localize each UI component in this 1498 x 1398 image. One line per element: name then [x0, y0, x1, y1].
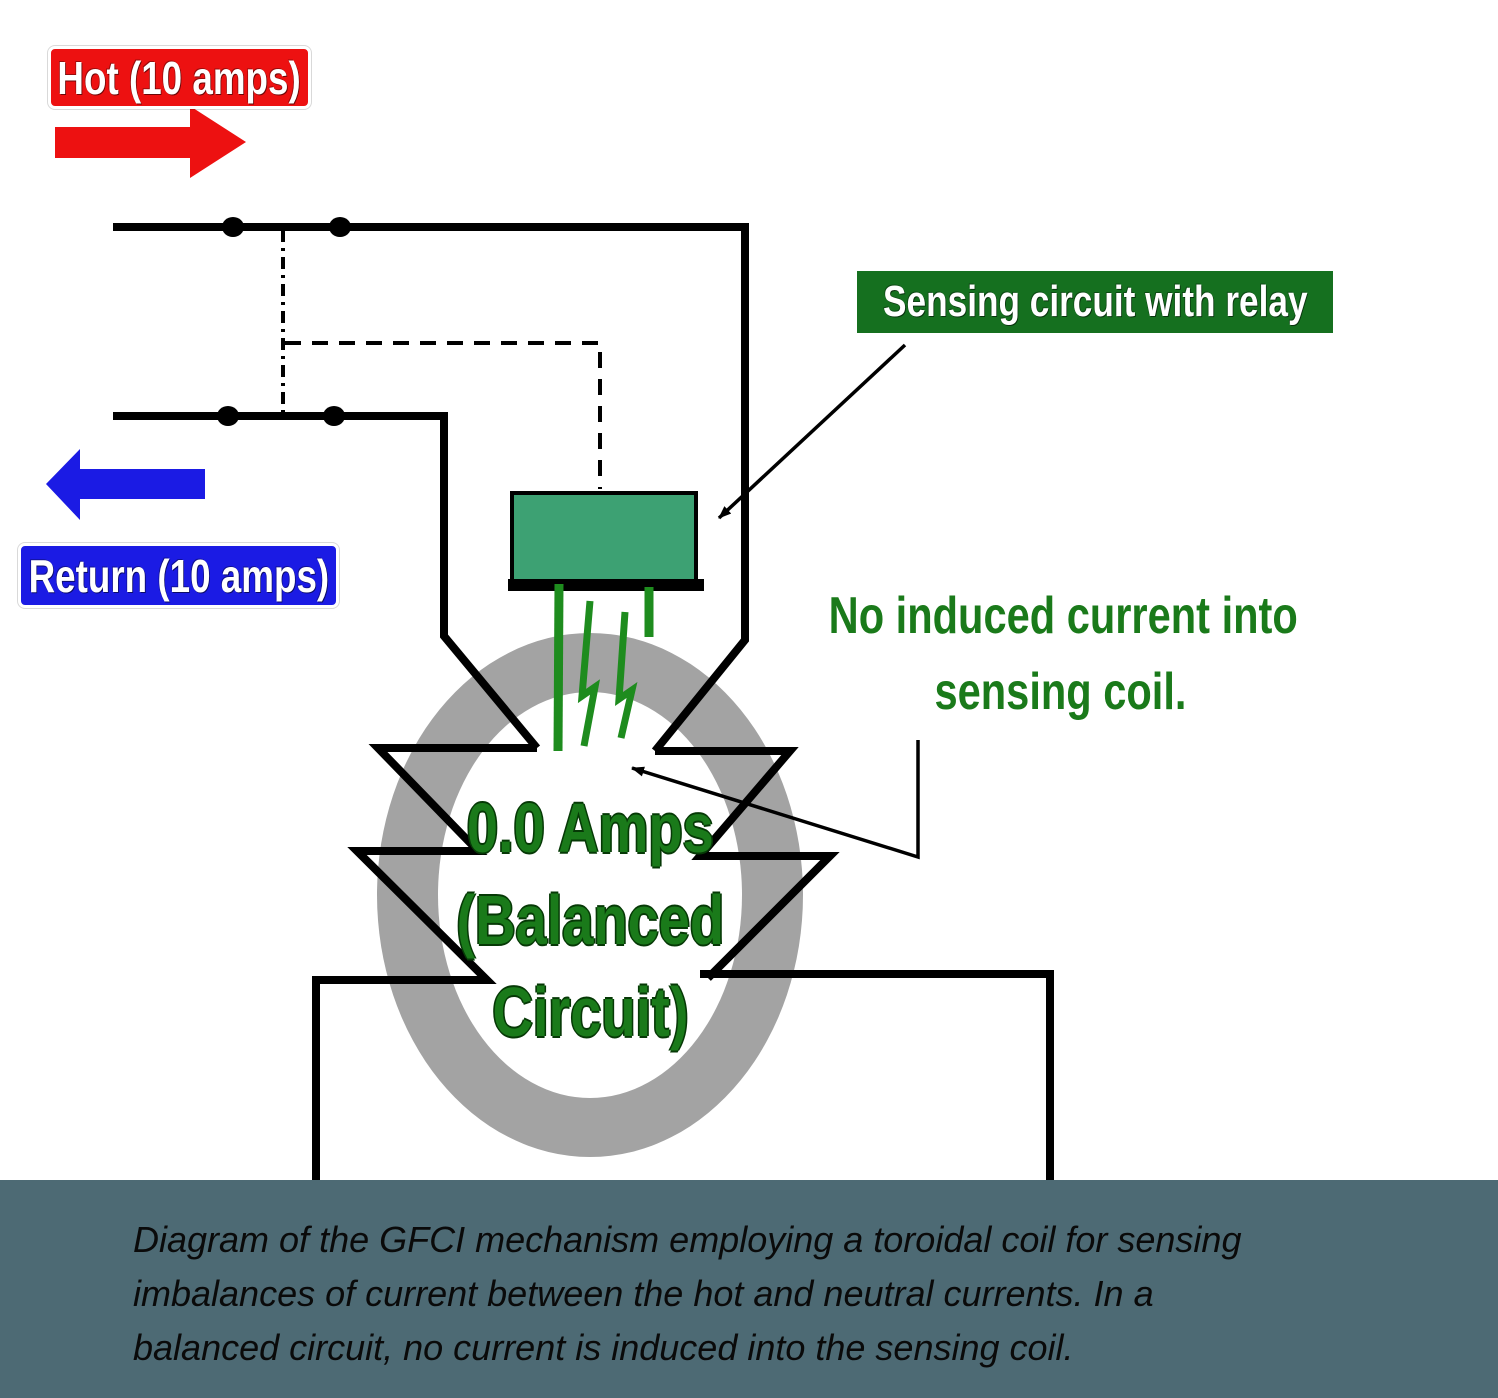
sensing-circuit-label: Sensing circuit with relay: [857, 271, 1333, 333]
hot-wire: [113, 223, 749, 754]
junction-dot: [222, 217, 244, 237]
left-winding: [312, 744, 537, 1183]
no-induced-current-note: No induced current into sensing coil.: [770, 578, 1350, 730]
hot-label: Hot (10 amps): [48, 46, 311, 109]
caption-line: imbalances of current between the hot an…: [133, 1273, 1154, 1314]
sensing-coil-strands: [553, 583, 654, 752]
return-wire: [113, 412, 541, 751]
relay-pointer-line: [717, 343, 907, 520]
caption-line: balanced circuit, no current is induced …: [133, 1327, 1074, 1368]
circuit-word: Circuit): [492, 973, 688, 1051]
toroid-hole: [438, 692, 742, 1098]
balanced-circuit-reading: 0.0 Amps (Balanced Circuit): [390, 782, 790, 1058]
arrow-right-icon: [55, 106, 246, 178]
amps-value: 0.0 Amps: [466, 789, 714, 867]
return-label: Return (10 amps): [18, 543, 339, 608]
no-induced-line1: No induced current into: [828, 587, 1298, 645]
coil-strand: [615, 611, 638, 739]
sensing-circuit-label-text: Sensing circuit with relay: [882, 277, 1308, 326]
coil-pointer-line: [631, 740, 920, 860]
coil-strand: [577, 600, 600, 747]
return-label-text: Return (10 amps): [28, 549, 329, 602]
caption-line: Diagram of the GFCI mechanism employing …: [133, 1219, 1242, 1260]
relay-control-line: [285, 341, 602, 489]
caption-bar: Diagram of the GFCI mechanism employing …: [0, 1180, 1498, 1398]
junction-dot: [323, 406, 345, 426]
arrow-left-icon: [46, 449, 205, 520]
balanced-word: (Balanced: [456, 881, 724, 959]
right-winding: [655, 747, 1054, 1183]
hot-label-text: Hot (10 amps): [57, 51, 302, 104]
sensing-box: [510, 491, 698, 585]
coil-strand: [553, 583, 564, 752]
junction-dot: [217, 406, 239, 426]
no-induced-line2: sensing coil.: [933, 663, 1186, 721]
junction-dot: [329, 217, 351, 237]
sensing-box-base: [508, 579, 704, 591]
